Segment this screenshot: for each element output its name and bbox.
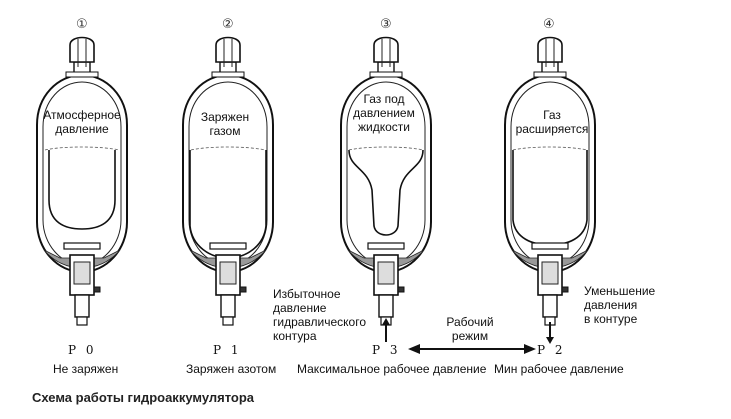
stage-3-gas-line-3: жидкости [358,120,410,134]
stage-2-gas-line-1: Заряжен [200,110,250,124]
stage-2-port-nozzle [220,294,236,318]
excess-note-line-4: контура [273,329,317,343]
stage-1-status: Не заряжен [53,362,119,376]
outflow-arrow-head [546,337,554,344]
stage-1-number: ① [76,17,88,32]
stage-2-shell [182,73,274,274]
stage-1-inner-wall [42,81,122,266]
stage-4-number: ④ [543,17,555,32]
stage-4-inner-wall [510,81,590,266]
stage-3-port-core [377,261,395,285]
stage-4-gas-label: Газ расширяется [508,108,596,136]
stage-1-gas-label: Атмосферное давление [40,108,124,136]
stage-4-bladder-top [512,146,588,151]
stage-2-gas-line-2: газом [209,124,241,138]
stage-2-inner-wall [188,81,268,266]
inflow-arrow-head [382,318,390,325]
working-mode-arrow-left-head [408,344,420,354]
stage-1-gas-line-1: Атмосферное [43,108,121,122]
stage-4-gas-line-2: расширяется [515,122,589,136]
pressure-decrease-note: Уменьшение давления в контуре [584,284,655,326]
stage-3-bladder [348,149,424,236]
stage-3-valve-flange [369,71,403,78]
stage-1-bladder [48,150,116,230]
stage-2-valve-flange [211,71,245,78]
stage-1-bleed-screw [93,286,101,293]
stage-2-gas-label: Заряжен газом [190,110,260,138]
excess-note-line-3: гидравлического [273,315,367,329]
stage-3-gas-label: Газ под давлением жидкости [342,92,426,134]
stage-2-valve-cap [215,36,241,63]
stage-3-poppet-disc [367,242,405,250]
stage-4-status: Мин рабочее давление [494,362,624,376]
excess-pressure-note: Избыточное давление гидравлического конт… [273,287,366,343]
stage-3-bladder-top [348,146,424,151]
stage-3-bleed-screw [397,286,405,293]
decrease-note-line-1: Уменьшение [584,284,656,298]
working-mode-line-2: режим [451,329,489,343]
stage-1-valve-flange [65,71,99,78]
stage-4-poppet-disc [531,242,569,250]
stage-1-valve-cap [69,36,95,63]
stage-2-bleed-screw [239,286,247,293]
stage-4-pressure: P 2 [537,343,566,357]
stage-3-port-nozzle [378,294,394,318]
stage-1-port-tip [76,316,88,326]
decrease-note-line-3: в контуре [584,312,638,326]
stage-4-port-core [541,261,559,285]
stage-3-inner-wall [346,81,426,266]
stage-3-number: ③ [380,17,392,32]
stage-4-valve-cap [537,36,563,63]
stage-3-shell [340,73,432,274]
stage-2-port-core [219,261,237,285]
excess-note-line-1: Избыточное [273,287,341,301]
stage-1-poppet-disc [63,242,101,250]
stage-1-pressure: P 0 [68,343,97,357]
working-mode-label: Рабочий режим [434,315,506,343]
stage-3-gas-line-2: давлением [353,106,415,120]
working-mode-arrow-right-head [524,344,536,354]
decrease-note-line-2: давления [584,298,638,312]
stage-1-bladder-top [44,146,120,151]
excess-note-line-2: давление [273,301,327,315]
stage-4-valve-flange [533,71,567,78]
stage-2-bladder-top [190,146,266,151]
stage-4-gas-line-1: Газ [543,108,561,122]
stage-1-port-nozzle [74,294,90,318]
stage-2-status: Заряжен азотом [186,362,277,376]
stage-3-status: Максимальное рабочее давление [297,362,487,376]
stage-3-gas-line-1: Газ под [363,92,405,106]
diagram-caption: Схема работы гидроаккумулятора [32,390,255,405]
stage-4-port-nozzle [542,294,558,318]
stage-2-poppet-disc [209,242,247,250]
working-mode-line-1: Рабочий [446,315,494,329]
stage-4-shell [504,73,596,274]
stage-1-gas-line-2: давление [55,122,109,136]
stage-2-port-tip [222,316,234,326]
stage-3-valve-cap [373,36,399,63]
stage-2-pressure: P 1 [213,343,242,357]
stage-4-bleed-screw [561,286,569,293]
stage-1-port-core [73,261,91,285]
stage-3-pressure: P 3 [372,343,401,357]
stage-2-number: ② [222,17,234,32]
